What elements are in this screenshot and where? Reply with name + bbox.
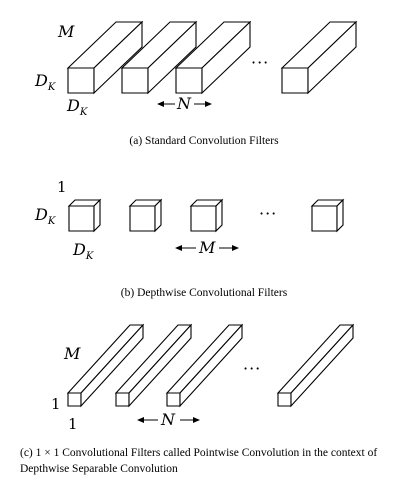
kernel-width-label: DK: [66, 96, 88, 118]
filter-box-c2: [114, 323, 193, 408]
count-label-N: N: [176, 94, 192, 113]
filter-box-b3: [189, 198, 224, 233]
filter-box-c3: [165, 323, 244, 408]
height-label-1: 1: [51, 395, 61, 413]
filter-box-a4: [280, 20, 358, 95]
caption-b: (b) Depthwise Convolutional Filters: [120, 287, 288, 299]
count-arrow-N: N: [157, 94, 212, 113]
count-arrow-N: N: [137, 410, 200, 429]
ellipsis: ···: [251, 53, 269, 72]
depth-label-M: M: [57, 22, 75, 41]
filter-box-a1: [66, 20, 144, 95]
ellipsis: ···: [243, 359, 261, 378]
caption-a: (a) Standard Convolution Filters: [129, 135, 279, 147]
panel-a: M DK DK ··· N: [34, 20, 358, 118]
kernel-width-label: DK: [72, 240, 94, 262]
filter-box-c1: [66, 323, 145, 408]
count-arrow-M: M: [175, 238, 239, 257]
filter-box-c4: [276, 323, 355, 408]
depth-label-M: M: [63, 344, 81, 363]
ellipsis: ···: [259, 204, 277, 223]
caption-c: (c) 1 × 1 Convolutional Filters called P…: [20, 447, 378, 475]
filter-box-b2: [128, 198, 163, 233]
filter-box-a2: [120, 20, 198, 95]
width-label-1: 1: [68, 415, 78, 433]
panel-b: 1 DK DK ··· M: [34, 178, 345, 262]
panel-c: M 1 1 ··· N: [51, 323, 355, 433]
kernel-height-label: DK: [34, 71, 56, 93]
filter-box-a3: [174, 20, 252, 95]
count-label-M: M: [198, 238, 216, 257]
depth-label-1: 1: [57, 178, 67, 196]
count-label-N: N: [160, 410, 176, 429]
kernel-height-label: DK: [34, 205, 56, 227]
filter-box-b4: [310, 198, 345, 233]
filter-box-b1: [67, 198, 102, 233]
